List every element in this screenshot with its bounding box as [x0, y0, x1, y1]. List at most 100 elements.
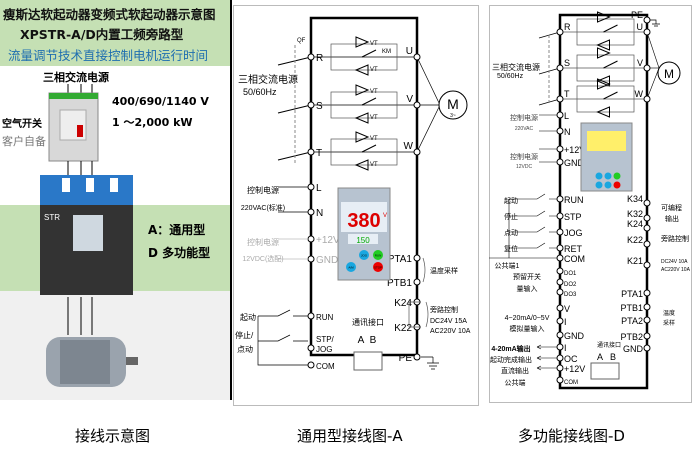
- ground-icon: [421, 356, 439, 370]
- motor-line: [646, 31, 660, 69]
- note-bypass: 旁路控制: [661, 234, 689, 243]
- panel-button-5[interactable]: [613, 181, 621, 189]
- vt-label: VT: [370, 115, 378, 121]
- starter-brand: STR: [44, 213, 60, 222]
- terminal-gnd: GND: [316, 255, 338, 266]
- terminal: [643, 240, 651, 248]
- sub-lcd: [348, 234, 378, 244]
- switch-wiring: [489, 193, 557, 259]
- title: 瘦斯达软起动器变频式软起动器示意图: [3, 7, 216, 22]
- start-label: 起动: [240, 312, 256, 322]
- terminal-n: N: [564, 127, 571, 137]
- terminal-pta1: PTA1: [621, 289, 643, 299]
- terminal-k32: K32: [627, 209, 643, 219]
- wiring-diagram-a: VTVTKMVTVTVTVTQF三相交流电源50/60HzM3~RSTLN+12…: [233, 5, 479, 406]
- terminal: [556, 343, 564, 351]
- terminal-t: T: [564, 89, 570, 99]
- terminal-gnd: GND: [564, 331, 585, 341]
- km-contact: [603, 60, 618, 69]
- vt-label: VT: [370, 67, 378, 73]
- switch-wiring: [257, 309, 308, 366]
- terminal-run: RUN: [316, 313, 334, 322]
- panel-btn3-button[interactable]: A/M: [346, 262, 356, 272]
- terminal-v: V: [406, 94, 413, 105]
- caption-diagram-d: 多功能接线图-D: [518, 427, 625, 445]
- header-banner: 瘦斯达软起动器变频式软起动器示意图 XPSTR-A/D内置工频旁路型 流量调节技…: [0, 0, 230, 66]
- terminal-k21: K21: [627, 256, 643, 266]
- terminal-ptb1: PTB1: [387, 278, 412, 289]
- breaker-icon: [48, 84, 99, 175]
- terminal-jog: JOG: [564, 228, 583, 238]
- note-out4: 公共端: [505, 378, 526, 387]
- note-out1: 4-20mA输出: [491, 344, 530, 353]
- terminal-oc: OC: [564, 354, 578, 364]
- terminal-k22: K22: [394, 323, 412, 334]
- terminal-12v: +12V: [564, 145, 585, 155]
- note-ctrl1: 控制电源: [510, 113, 538, 122]
- button-label: A/M: [348, 266, 354, 270]
- breaker-label: 空气开关: [2, 119, 42, 130]
- terminal-l: L: [564, 111, 569, 121]
- panel-btn1-button[interactable]: JOG: [359, 250, 369, 260]
- panel-button-1[interactable]: [604, 172, 612, 180]
- terminal: [643, 289, 651, 297]
- panel-button-0[interactable]: [595, 172, 603, 180]
- motor-line: [416, 56, 441, 106]
- terminal: [643, 332, 651, 340]
- panel-btn2-button[interactable]: RUN: [373, 250, 383, 260]
- motor-sub-label: 3~: [450, 113, 456, 119]
- note-reserve2: 量输入: [517, 284, 538, 293]
- terminal-com: COM: [316, 362, 335, 371]
- terminal-ret: RET: [564, 244, 583, 254]
- panel-btn4-button[interactable]: STOP: [373, 262, 383, 272]
- type-a-label: A：通用型: [148, 223, 206, 237]
- terminal: [413, 254, 421, 262]
- note-output: 输出: [665, 214, 679, 223]
- note-sampling: 采样: [663, 319, 675, 327]
- panel-button-4[interactable]: [604, 181, 612, 189]
- terminal: [556, 288, 564, 296]
- terminal: [643, 224, 651, 232]
- model-title: XPSTR-A/D内置工频旁路型: [20, 27, 184, 42]
- terminal-ptb1: PTB1: [620, 303, 643, 313]
- terminal-u: U: [637, 22, 644, 32]
- terminal: [556, 364, 564, 372]
- terminal-run: RUN: [564, 195, 584, 205]
- note-jog: 点动: [504, 228, 518, 237]
- terminal-pta2: PTA2: [621, 316, 643, 326]
- motor-icon: [657, 61, 681, 85]
- bypass-dc-rating: DC24V 15A: [430, 318, 467, 325]
- output-arrow: [536, 365, 557, 371]
- terminal: [307, 235, 315, 243]
- note-ctrl2: 控制电源: [510, 152, 538, 161]
- comm-b-label: B: [370, 335, 377, 346]
- terminal: [643, 261, 651, 269]
- note-out2: 起动完成输出: [490, 355, 532, 364]
- bypass-ac-rating: AC220V 10A: [430, 328, 471, 335]
- button-label: JOG: [361, 254, 368, 258]
- note-ctrl2b: 12VDC: [516, 164, 533, 170]
- comm-b-label: B: [610, 352, 616, 362]
- terminal-r: R: [316, 53, 323, 64]
- lcd: [587, 131, 626, 151]
- terminal-w: W: [404, 141, 414, 152]
- power-label: 三相交流电源: [43, 71, 109, 84]
- terminal: [307, 312, 315, 320]
- motor-line: [646, 67, 660, 100]
- button-circle: [359, 250, 369, 260]
- terminal: [413, 353, 421, 361]
- panel-button-2[interactable]: [613, 172, 621, 180]
- panel-button-3[interactable]: [595, 181, 603, 189]
- control-power-spec: 220VAC(标准): [241, 203, 285, 212]
- terminal: [556, 331, 564, 339]
- terminal: [307, 255, 315, 263]
- thyristor-icon: [355, 84, 370, 96]
- thyristor-icon: [355, 131, 370, 143]
- stop-label: 停止/: [235, 330, 254, 340]
- subtitle: 流量调节技术直接控制电机运行时间: [8, 48, 209, 63]
- terminal-i: I: [564, 343, 567, 353]
- thyristor-icon: [597, 11, 611, 23]
- comm-a-label: A: [597, 352, 603, 362]
- thyristor-icon: [354, 159, 369, 171]
- comm-port-label: 通讯接口: [597, 341, 621, 349]
